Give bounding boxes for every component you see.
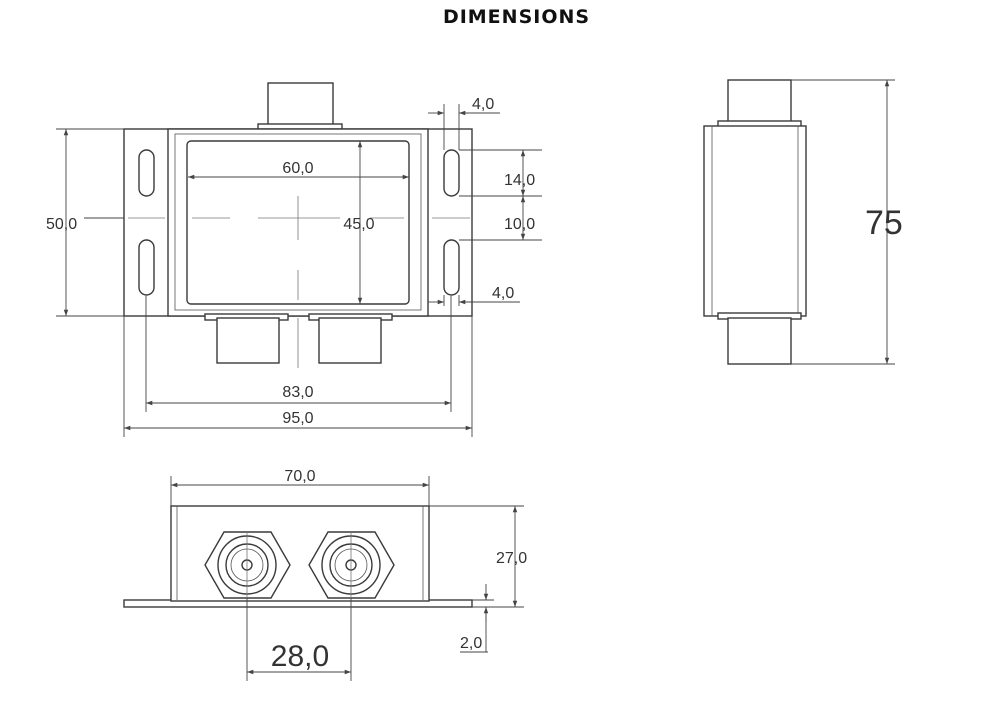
bottom-view: 70,0 27,0 28,0 2,0 [123, 468, 527, 681]
slot-top-left [138, 149, 155, 197]
dim-slot-width-bottom: 4,0 [492, 285, 514, 302]
dim-slot-spacing: 83,0 [282, 384, 313, 401]
dim-total-height: 75 [865, 204, 903, 242]
dim-flange-thickness: 2,0 [460, 635, 482, 652]
front-view: 60,0 45,0 50,0 83,0 95,0 4,0 14,0 [46, 82, 542, 437]
side-view: 75 [703, 79, 903, 365]
slot-bottom-left [138, 239, 155, 296]
dim-overall-height: 50,0 [46, 216, 77, 233]
dim-inner-height: 45,0 [343, 216, 374, 233]
dim-overall-width: 95,0 [282, 410, 313, 427]
side-body [703, 125, 807, 317]
side-top-connector [727, 79, 792, 126]
bottom-body [170, 505, 430, 602]
connector-left [204, 531, 291, 599]
slot-bottom-right [443, 239, 460, 296]
dim-slot-width-top: 4,0 [472, 96, 494, 113]
dim-slot-gap: 10,0 [504, 216, 535, 233]
connector-right [308, 531, 395, 599]
page-title: DIMENSIONS [442, 6, 591, 28]
dim-slot-length: 14,0 [504, 172, 535, 189]
bottom-connector-right [318, 317, 382, 364]
dim-body-height: 27,0 [496, 550, 527, 567]
slot-top-right [443, 149, 460, 197]
dim-connector-spacing: 28,0 [271, 640, 329, 673]
dim-inner-width: 60,0 [282, 160, 313, 177]
top-connector [267, 82, 334, 128]
side-bottom-connector [727, 317, 792, 365]
dim-body-width: 70,0 [284, 468, 315, 485]
bottom-connector-left [216, 317, 280, 364]
